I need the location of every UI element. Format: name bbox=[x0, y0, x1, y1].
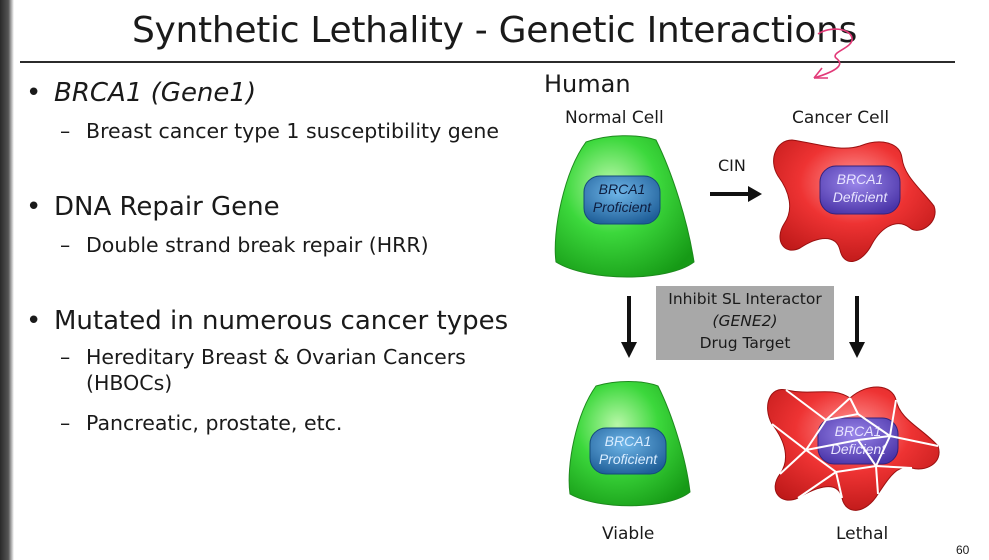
sub-bullet-brca1-desc: –Breast cancer type 1 susceptibility gen… bbox=[60, 119, 499, 143]
bullet-dna-repair: •DNA Repair Gene bbox=[26, 192, 280, 222]
drug-target-gene2: (GENE2) bbox=[712, 312, 778, 330]
lethal-cell: BRCA1 Deficient bbox=[767, 386, 940, 511]
drug-target-line3: Drug Target bbox=[699, 334, 791, 352]
figure-heading: Human bbox=[544, 70, 631, 98]
normal-nucleus-status: Proficient bbox=[593, 199, 652, 215]
title-divider bbox=[20, 61, 955, 63]
viable-nucleus-status: Proficient bbox=[599, 451, 658, 467]
sub-bullet-dsb-repair: –Double strand break repair (HRR) bbox=[60, 233, 429, 257]
lethal-nucleus-status: Deficient bbox=[831, 441, 887, 457]
drug-target-line1: Inhibit SL Interactor bbox=[668, 290, 822, 308]
cin-arrow-icon bbox=[710, 186, 762, 202]
lethal-label: Lethal bbox=[836, 524, 889, 544]
viable-label: Viable bbox=[602, 524, 655, 544]
drug-target-box: Inhibit SL Interactor (GENE2) Drug Targe… bbox=[656, 286, 834, 360]
cancer-cell: BRCA1 Deficient bbox=[773, 139, 936, 262]
cancer-cell-label: Cancer Cell bbox=[792, 108, 890, 128]
viable-cell: BRCA1 Proficient bbox=[568, 381, 691, 507]
window-left-edge bbox=[0, 0, 14, 560]
shatter-lines bbox=[771, 389, 939, 499]
pen-annotation-arrow-icon bbox=[813, 28, 853, 79]
normal-cell-label: Normal Cell bbox=[565, 108, 664, 128]
cin-label: CIN bbox=[718, 156, 746, 175]
normal-nucleus-brca1: BRCA1 bbox=[599, 181, 646, 197]
cancer-nucleus-brca1: BRCA1 bbox=[837, 171, 884, 187]
sub-bullet-other-cancers: –Pancreatic, prostate, etc. bbox=[60, 411, 343, 435]
slide-title: Synthetic Lethality - Genetic Interactio… bbox=[131, 10, 858, 51]
cancer-nucleus-status: Deficient bbox=[833, 189, 889, 205]
viable-nucleus-brca1: BRCA1 bbox=[605, 433, 652, 449]
down-arrow-left-icon bbox=[621, 296, 637, 358]
sub-bullet-hboc: –Hereditary Breast & Ovarian Cancers (HB… bbox=[60, 345, 466, 395]
bullet-mutated: •Mutated in numerous cancer types bbox=[26, 306, 509, 336]
down-arrow-right-icon bbox=[849, 296, 865, 358]
slide-number: 60 bbox=[956, 543, 970, 557]
lethal-nucleus-brca1: BRCA1 bbox=[835, 423, 882, 439]
bullet-brca1: •BRCA1 (Gene1) bbox=[26, 78, 257, 108]
normal-cell: BRCA1 Proficient bbox=[554, 135, 695, 278]
